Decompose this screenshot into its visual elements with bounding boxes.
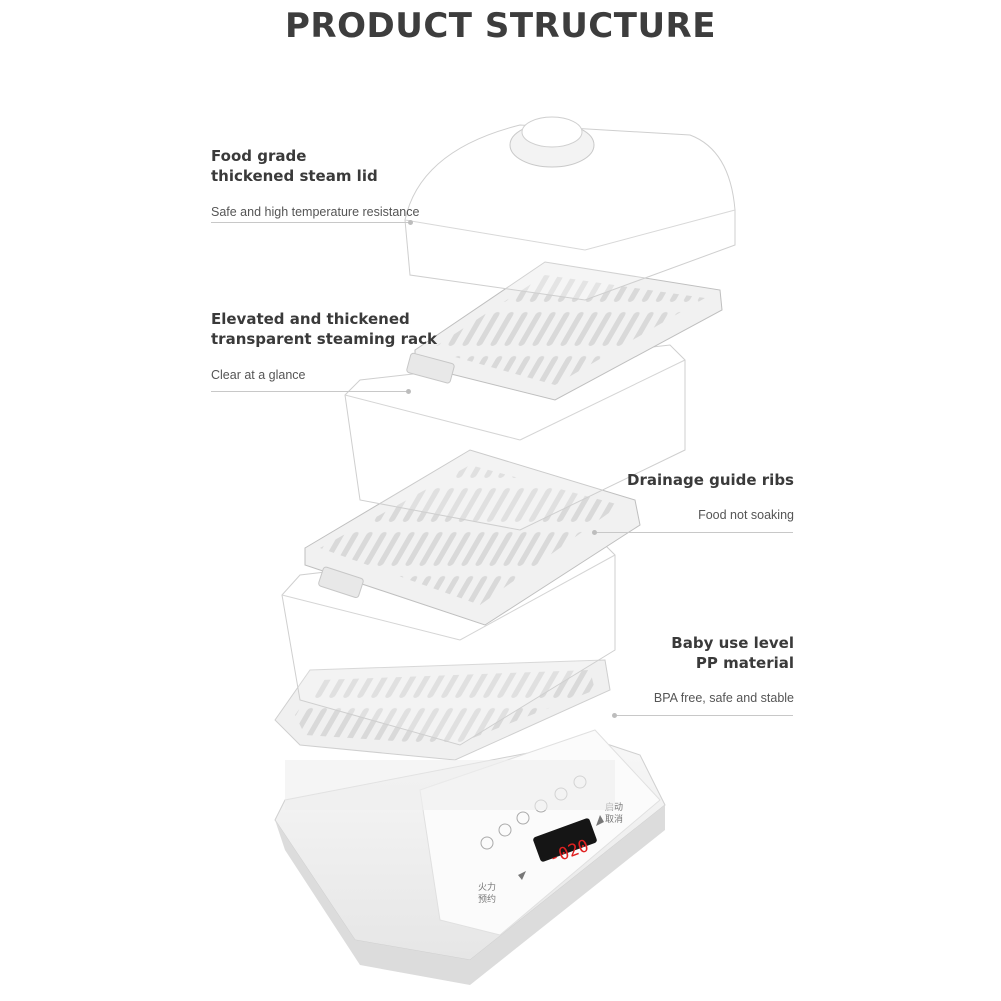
middle-tier: [344, 344, 686, 531]
callout-steaming-rack-line: [211, 391, 409, 392]
bottom-rack: [274, 659, 615, 810]
callout-steaming-rack-sub: Clear at a glance: [211, 368, 306, 382]
callout-steam-lid-heading-2: thickened steam lid: [211, 167, 378, 185]
callout-pp-material-heading-2: PP material: [695, 654, 794, 672]
callout-pp-material-dot: [612, 713, 617, 718]
callout-steaming-rack-heading-2: transparent steaming rack: [211, 330, 437, 348]
callout-steam-lid-heading-1: Food grade: [211, 147, 307, 165]
middle-rack: [304, 449, 641, 626]
callout-pp-material-heading-1: Baby use level: [671, 634, 794, 652]
callout-drainage-ribs-dot: [592, 530, 597, 535]
callout-steam-lid-dot: [408, 220, 413, 225]
callout-drainage-ribs-sub: Food not soaking: [698, 508, 794, 522]
top-rack: [406, 261, 723, 401]
callout-drainage-ribs-heading: Drainage guide ribs: [627, 471, 794, 489]
callout-steaming-rack: Elevated and thickened transparent steam…: [211, 309, 437, 383]
callout-drainage-ribs-line: [595, 532, 793, 533]
callout-pp-material-sub: BPA free, safe and stable: [653, 691, 794, 705]
callout-steam-lid-sub: Safe and high temperature resistance: [211, 205, 420, 219]
callout-drainage-ribs: Drainage guide ribs Food not soaking: [627, 470, 794, 523]
callout-steaming-rack-heading-1: Elevated and thickened: [211, 310, 410, 328]
callout-steam-lid: Food grade thickened steam lid Safe and …: [211, 146, 419, 220]
panel-label-left-1: 火力: [478, 881, 496, 892]
callout-pp-material-line: [615, 715, 793, 716]
steam-lid: [404, 116, 736, 301]
callout-steaming-rack-dot: [406, 389, 411, 394]
page-title: PRODUCT STRUCTURE: [285, 6, 716, 46]
callout-pp-material: Baby use level PP material BPA free, saf…: [654, 633, 794, 706]
panel-label-left-2: 预约: [478, 893, 496, 904]
callout-steam-lid-line: [211, 222, 411, 223]
panel-label-right-2: 取消: [605, 813, 623, 824]
